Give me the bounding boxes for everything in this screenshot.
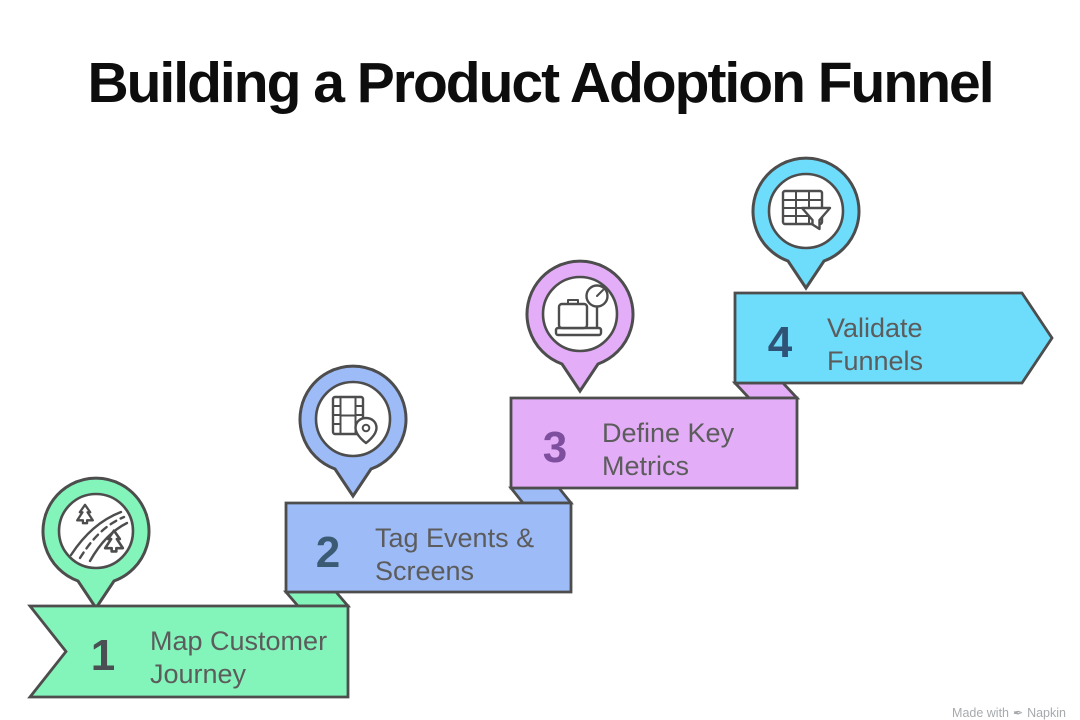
step-3-fold: [731, 381, 801, 400]
step-2-label-line-1: Tag Events &: [375, 523, 534, 553]
watermark-text: Made with: [952, 706, 1010, 720]
step-2-fold: [508, 486, 574, 505]
watermark-credit[interactable]: Made with ✒ Napkin: [952, 706, 1066, 720]
watermark-brand: Napkin: [1027, 706, 1066, 720]
step-2-number: 2: [316, 528, 340, 577]
film-location-pin-icon: [331, 395, 378, 445]
step-4-number: 4: [768, 318, 793, 367]
step-1-fold: [282, 590, 352, 608]
step-1-banner: [27, 604, 350, 699]
step-1-number: 1: [91, 631, 115, 680]
weighing-scale-icon: [554, 284, 609, 337]
step-4-banner: [733, 291, 1054, 385]
napkin-logo-icon: ✒: [1013, 706, 1024, 720]
step-4-label-line-1: Validate: [827, 313, 923, 343]
page-title: Building a Product Adoption Funnel: [87, 51, 994, 115]
step-3-marker: [525, 259, 635, 394]
journey-road-icon: [69, 503, 129, 563]
step-3-label-line-2: Metrics: [602, 451, 689, 481]
step-4-label-line-2: Funnels: [827, 346, 923, 376]
step-1-label-line-1: Map Customer: [150, 626, 327, 656]
step-2-marker: [298, 364, 408, 499]
step-1-label-line-2: Journey: [150, 659, 247, 689]
step-3-banner: [509, 396, 799, 490]
step-3-number: 3: [543, 423, 567, 472]
table-funnel-icon: [781, 189, 832, 231]
step-1-marker: [41, 476, 151, 611]
step-2-banner: [284, 501, 573, 594]
step-4-marker: [751, 156, 861, 291]
step-1-icon-disc: [57, 492, 135, 570]
step-3-label-line-1: Define Key: [602, 418, 735, 448]
step-2-label-line-2: Screens: [375, 556, 474, 586]
